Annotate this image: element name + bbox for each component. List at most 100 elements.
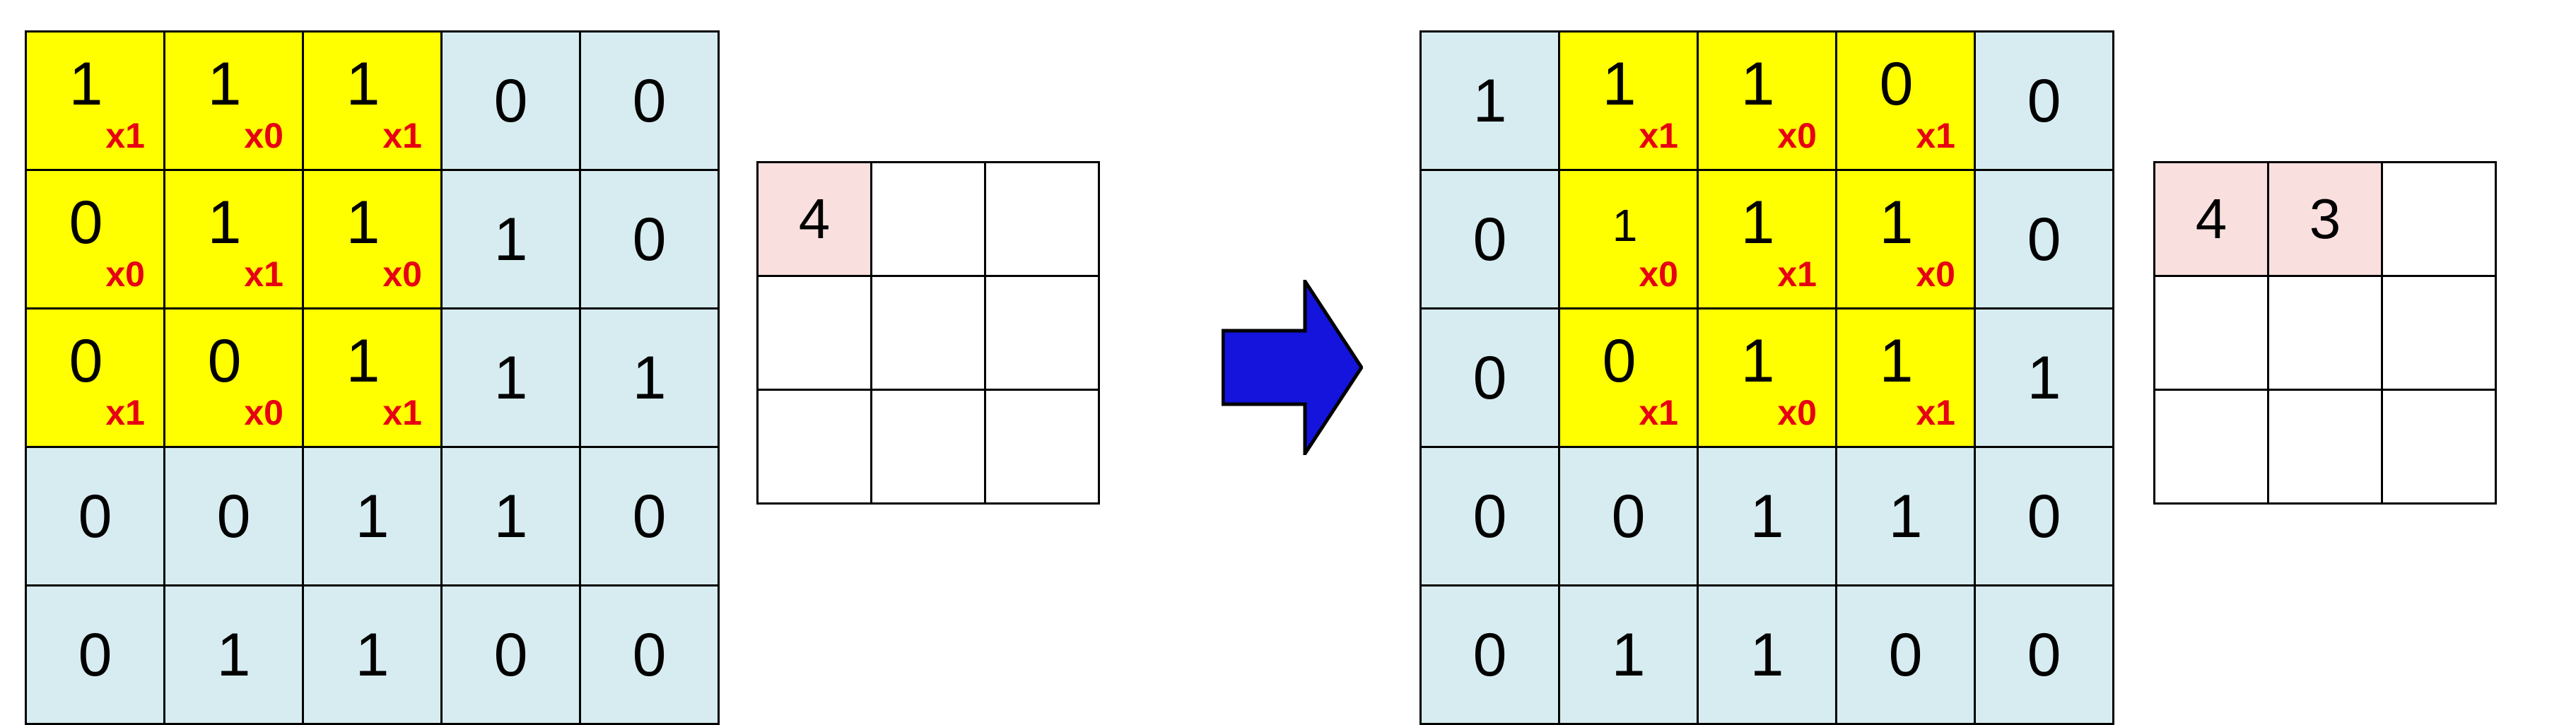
cell-content: 0: [165, 448, 302, 584]
input-cell[interactable]: 1: [1974, 307, 2114, 448]
input-cell[interactable]: 1: [579, 307, 720, 448]
output-cell[interactable]: [2381, 161, 2497, 277]
input-cell[interactable]: 0: [440, 30, 581, 171]
kernel-multiplier: x1: [105, 116, 145, 155]
cell-value: 0: [69, 189, 103, 257]
kernel-multiplier: x0: [1639, 254, 1678, 294]
output-row: [2153, 389, 2497, 505]
output-cell[interactable]: [984, 161, 1100, 277]
cell-content: 0: [1560, 448, 1697, 584]
input-cell[interactable]: 1: [440, 169, 581, 310]
input-cell[interactable]: 1: [163, 584, 304, 725]
kernel-multiplier: x1: [105, 393, 145, 432]
cell-content: 0: [1422, 171, 1558, 307]
output-cell[interactable]: [2153, 389, 2269, 505]
cell-content: 0: [1422, 587, 1558, 723]
cell-value: 1: [1879, 189, 1914, 257]
input-cell[interactable]: 1: [302, 584, 443, 725]
input-cell[interactable]: 0: [1419, 169, 1560, 310]
input-cell[interactable]: 0: [1419, 446, 1560, 587]
input-cell[interactable]: 1: [1419, 30, 1560, 171]
cell-value: 0: [1888, 620, 1923, 689]
kernel-multiplier: x1: [1777, 254, 1817, 294]
input-cell[interactable]: 0: [1974, 446, 2114, 587]
output-cell[interactable]: [870, 275, 986, 391]
cell-content: 1: [1422, 33, 1558, 169]
output-cell[interactable]: [984, 275, 1100, 391]
output-cell[interactable]: [870, 161, 986, 277]
cell-content: 0: [581, 587, 718, 723]
output-cell[interactable]: [2381, 275, 2497, 391]
input-cell[interactable]: 0: [1558, 446, 1699, 587]
input-cell[interactable]: 0: [1974, 30, 2114, 171]
output-cell[interactable]: [756, 275, 872, 391]
cell-value: 1: [1740, 50, 1775, 119]
output-cell[interactable]: [870, 389, 986, 505]
output-cell[interactable]: [2153, 275, 2269, 391]
kernel-multiplier: x1: [244, 254, 283, 294]
input-cell[interactable]: 0: [1974, 584, 2114, 725]
output-cell[interactable]: 3: [2267, 161, 2383, 277]
output-cell[interactable]: [2267, 389, 2383, 505]
input-cell[interactable]: 1: [1558, 584, 1699, 725]
input-cell[interactable]: 0: [579, 446, 720, 587]
input-cell[interactable]: 0: [1419, 584, 1560, 725]
cell-value: 1: [1740, 189, 1775, 257]
input-cell[interactable]: 0: [25, 584, 165, 725]
input-cell[interactable]: 0: [440, 584, 581, 725]
output-row: 4: [756, 161, 1100, 277]
output-cell[interactable]: [756, 389, 872, 505]
kernel-multiplier: x1: [1916, 116, 1955, 155]
input-cell[interactable]: 1: [302, 446, 443, 587]
input-cell[interactable]: 1: [1697, 584, 1837, 725]
input-cell[interactable]: 0: [1835, 584, 1976, 725]
input-cell[interactable]: 0: [25, 446, 165, 587]
input-cell[interactable]: 1: [440, 307, 581, 448]
input-cell[interactable]: 0: [163, 446, 304, 587]
input-cell[interactable]: 1: [440, 446, 581, 587]
input-cell[interactable]: 0: [579, 169, 720, 310]
input-cell[interactable]: 0: [1974, 169, 2114, 310]
output-cell[interactable]: [984, 389, 1100, 505]
kernel-multiplier: x0: [1916, 254, 1955, 294]
cell-value: 1: [346, 327, 380, 396]
input-cell[interactable]: 0: [579, 584, 720, 725]
input-cell[interactable]: 0: [1419, 307, 1560, 448]
input-cell[interactable]: 1: [1835, 446, 1976, 587]
cell-content: 1: [304, 448, 440, 584]
output-cell[interactable]: [2267, 275, 2383, 391]
kernel-multiplier: x0: [1777, 393, 1817, 432]
output-cell[interactable]: 4: [2153, 161, 2269, 277]
input-cell[interactable]: 0: [579, 30, 720, 171]
output-cell[interactable]: [2381, 389, 2497, 505]
input-cell[interactable]: 1: [1697, 446, 1837, 587]
output-cell[interactable]: 4: [756, 161, 872, 277]
